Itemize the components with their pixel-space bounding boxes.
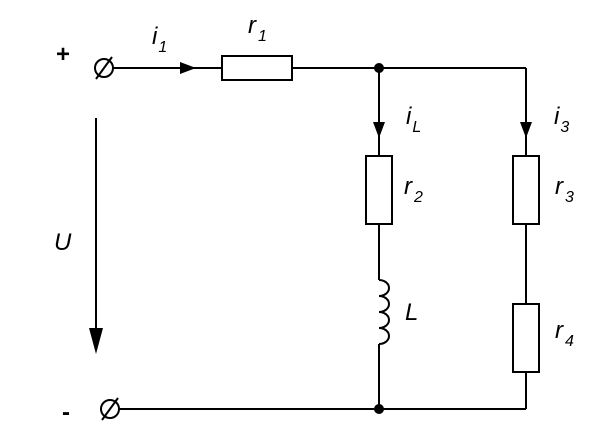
resistor-r4 xyxy=(512,303,540,373)
i3-arrow xyxy=(520,122,532,138)
inductor-L xyxy=(378,279,390,345)
i1-arrow xyxy=(180,62,196,74)
iL-arrow xyxy=(373,122,385,138)
label-inductor: L xyxy=(405,299,418,326)
minus-terminal xyxy=(100,397,120,421)
label-i3: i3 xyxy=(554,103,569,136)
resistor-r3 xyxy=(512,155,540,225)
label-voltage: U xyxy=(54,229,72,256)
plus-terminal xyxy=(94,56,114,80)
label-iL: iL xyxy=(406,103,421,136)
resistor-r2 xyxy=(365,155,393,225)
plus-terminal-sign: + xyxy=(56,41,70,68)
label-i1: i1 xyxy=(152,23,167,56)
resistor-r1 xyxy=(221,55,293,81)
voltage-arrow-head xyxy=(89,328,103,354)
minus-terminal-sign: - xyxy=(62,399,70,426)
